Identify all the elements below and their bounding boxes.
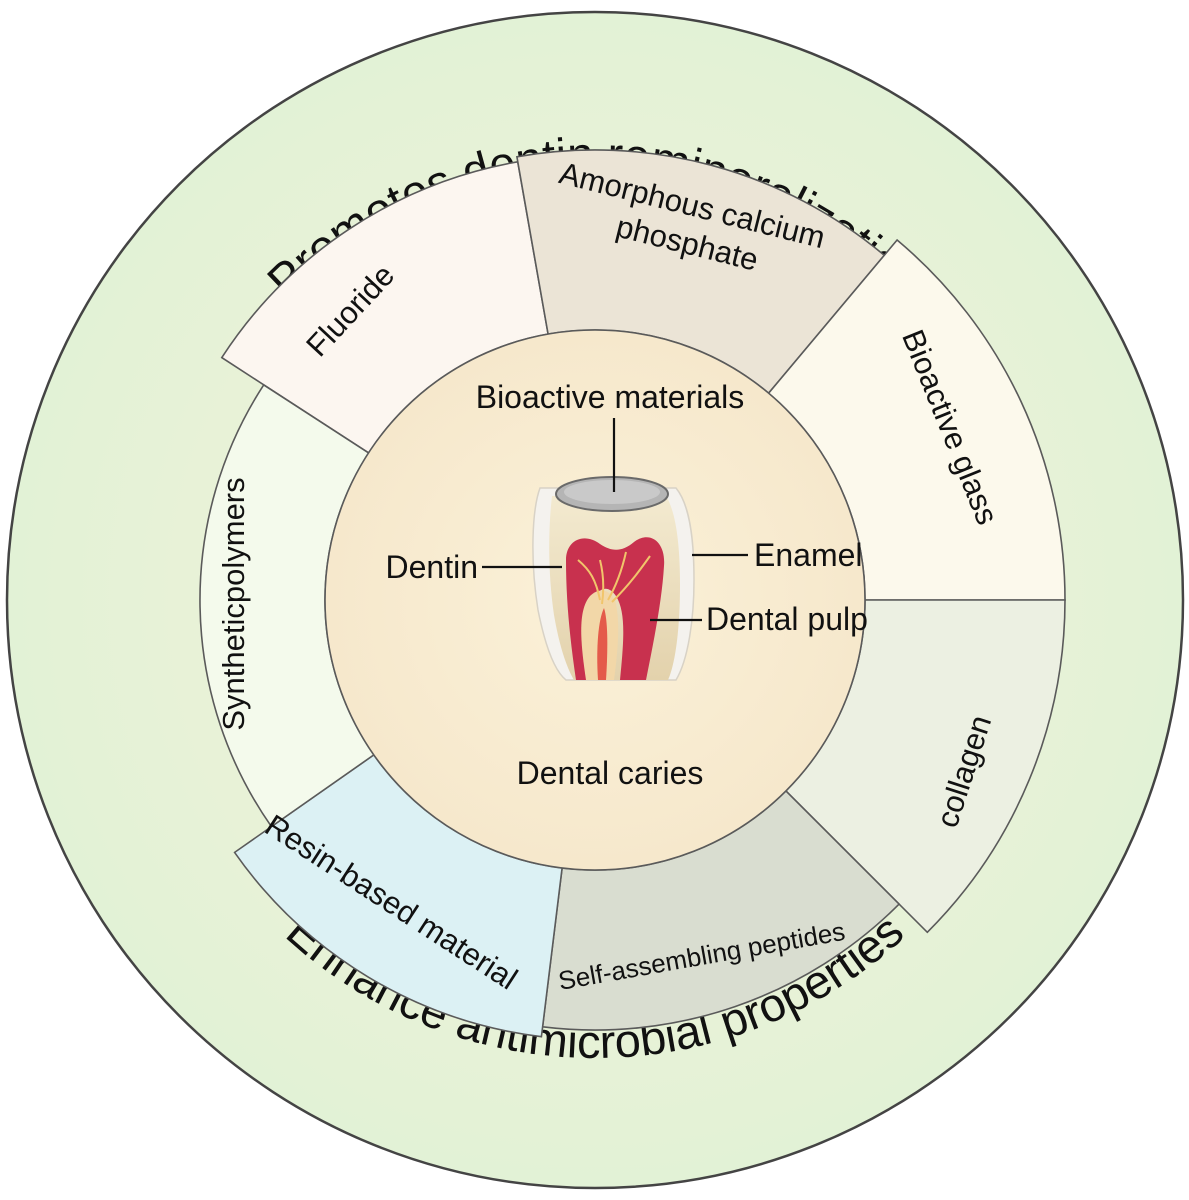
label-dentin: Dentin — [386, 549, 479, 585]
tooth-nerve-branches — [577, 551, 651, 605]
core-title: Dental caries — [517, 755, 704, 791]
tooth-illustration — [532, 476, 695, 681]
label-dental-pulp: Dental pulp — [706, 601, 868, 637]
leader-lines — [482, 418, 748, 622]
label-enamel: Enamel — [754, 537, 863, 573]
filling-surface — [564, 480, 660, 504]
label-bioactive-materials: Bioactive materials — [476, 379, 745, 415]
tooth-nerve — [597, 608, 608, 680]
segment-label-synthetic-polymers: Syntheticpolymers — [216, 477, 251, 730]
